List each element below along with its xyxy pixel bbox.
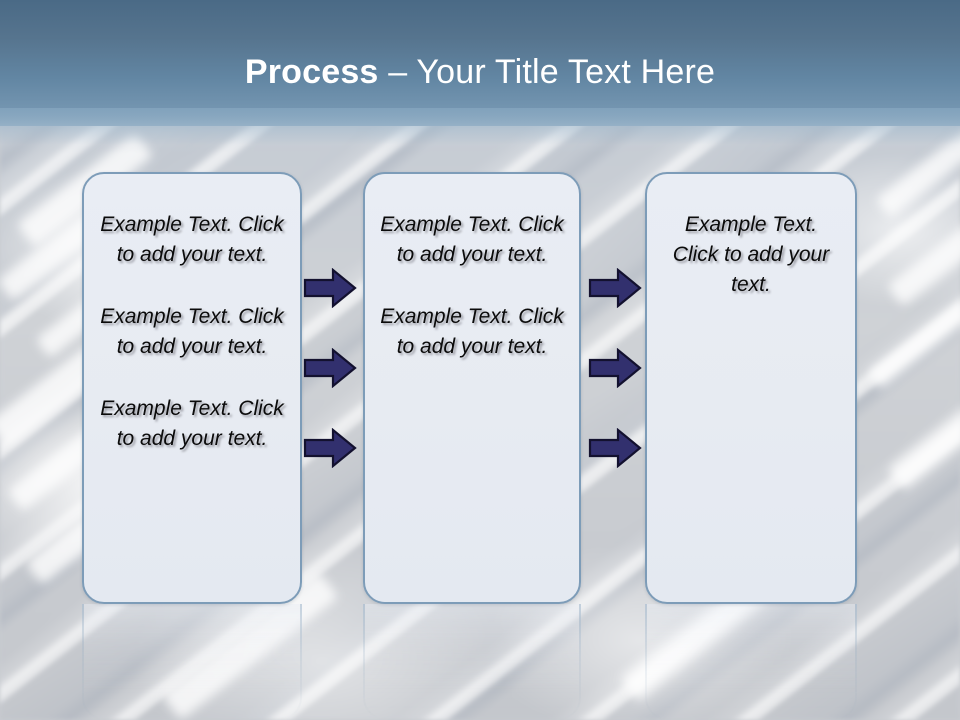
box-reflection: [82, 604, 302, 720]
arrow-right-icon: [303, 428, 357, 468]
process-step-paragraph[interactable]: Example Text. Click to add your text.: [100, 213, 284, 266]
arrow-right-icon: [588, 348, 642, 388]
page-title-bold: Process: [244, 53, 379, 91]
page-title: Process – Your Title Text Here: [0, 52, 960, 92]
process-step-paragraph[interactable]: Example Text. Click to add your text.: [380, 213, 564, 266]
box-reflection: [363, 604, 581, 720]
process-step-3[interactable]: Example Text. Click to add your text.: [645, 172, 857, 604]
box-reflection: [645, 604, 857, 720]
process-step-paragraph[interactable]: Example Text. Click to add your text.: [100, 397, 284, 450]
arrow-right-icon: [588, 268, 642, 308]
process-step-body: Example Text. Click to add your text. Exa…: [84, 210, 300, 454]
title-band: [0, 0, 960, 126]
arrow-right-icon: [303, 268, 357, 308]
title-band-fade: [0, 108, 960, 154]
process-step-paragraph[interactable]: Example Text. Click to add your text.: [380, 305, 564, 358]
process-step-paragraph[interactable]: Example Text. Click to add your text.: [672, 213, 830, 296]
process-step-2[interactable]: Example Text. Click to add your text. Exa…: [363, 172, 581, 604]
arrow-right-icon: [303, 348, 357, 388]
process-step-1[interactable]: Example Text. Click to add your text. Exa…: [82, 172, 302, 604]
page-title-rest: Your Title Text Here: [416, 53, 716, 91]
arrow-right-icon: [588, 428, 642, 468]
process-step-body: Example Text. Click to add your text. Exa…: [365, 210, 579, 362]
process-step-paragraph[interactable]: Example Text. Click to add your text.: [100, 305, 284, 358]
process-step-body: Example Text. Click to add your text.: [647, 210, 855, 300]
page-title-separator: –: [378, 53, 417, 91]
